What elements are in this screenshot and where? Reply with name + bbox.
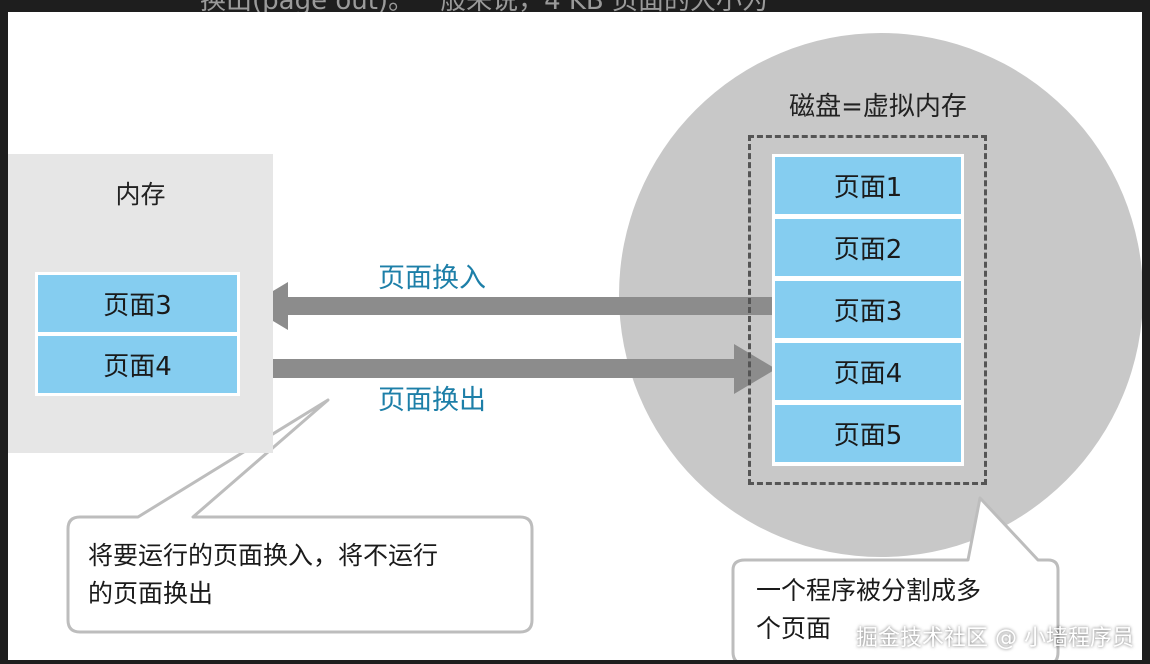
watermark: 掘金技术社区 @ 小墙程序员 — [856, 626, 1134, 651]
disk-page-3: 页面3 — [772, 278, 964, 341]
left-callout-bubble — [66, 398, 534, 634]
top-clipped-text-strip: 换出(page out)。一般来说，4 KB 页面的大小为 — [0, 0, 1150, 12]
memory-page-3: 页面3 — [35, 272, 240, 335]
left-callout-line-1: 将要运行的页面换入，将不运行 — [88, 541, 439, 570]
diagram-canvas: 内存 页面3 页面4 磁盘=虚拟内存 页面1 页面2 页面3 页面4 页面5 页… — [8, 12, 1142, 660]
disk-page-5: 页面5 — [772, 402, 964, 465]
disk-page-4: 页面4 — [772, 340, 964, 403]
top-clipped-text: 换出(page out)。一般来说，4 KB 页面的大小为 — [200, 0, 768, 12]
right-callout-bubble — [731, 496, 1060, 660]
memory-page-4: 页面4 — [35, 333, 240, 396]
right-callout-line-2: 个页面 — [756, 614, 832, 643]
page-in-label: 页面换入 — [378, 263, 486, 294]
right-callout-line-1: 一个程序被分割成多 — [756, 576, 982, 605]
program-dashed-boundary — [748, 135, 987, 485]
disk-title: 磁盘=虚拟内存 — [789, 92, 967, 122]
disk-page-1: 页面1 — [772, 154, 964, 217]
page-in-arrow — [248, 282, 778, 330]
page-out-label: 页面换出 — [378, 385, 486, 416]
memory-title: 内存 — [115, 180, 166, 209]
left-callout-line-2: 的页面换出 — [88, 579, 214, 608]
page-out-arrow — [240, 344, 776, 394]
disk-page-2: 页面2 — [772, 216, 964, 279]
